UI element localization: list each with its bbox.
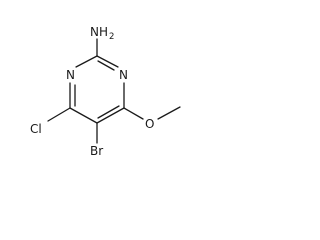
amine-nitrogen-label: NH: [90, 25, 108, 39]
bromine-label: Br: [90, 144, 103, 158]
ring-nitrogen-right-label: N: [119, 68, 128, 82]
bond-c2-n1: [75, 55, 98, 68]
bond-c6-cl: [47, 107, 71, 122]
amine-hydrogen-count: 2: [109, 32, 114, 42]
bond-c6-c5: [69, 107, 98, 124]
bond-o-ch3: [157, 106, 181, 120]
atom-labels: NH 2 N N Cl Br O: [30, 25, 154, 158]
chemical-structure: NH 2 N N Cl Br O: [30, 25, 181, 158]
bond-c2-n3-inner: [97, 60, 115, 71]
methoxy-oxygen-label: O: [145, 117, 154, 131]
bond-c2-n3: [96, 55, 119, 68]
bond-c4-c5: [96, 107, 125, 124]
bond-c4-o: [123, 107, 144, 120]
bond-layer: [47, 38, 181, 144]
ring-nitrogen-left-label: N: [66, 68, 75, 82]
chlorine-label: Cl: [30, 122, 42, 136]
bond-c4-c5-inner: [97, 105, 120, 119]
